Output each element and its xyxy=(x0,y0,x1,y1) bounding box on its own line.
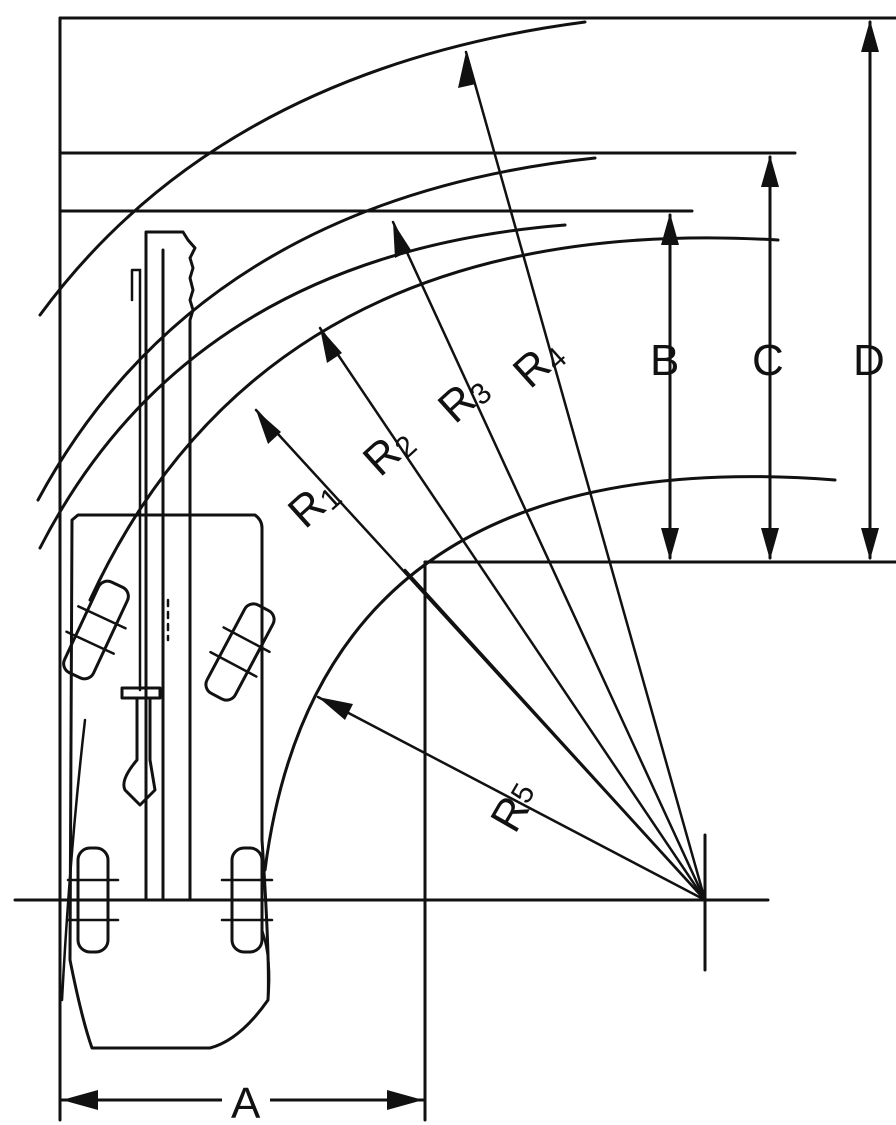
dimension-labels: B C D A xyxy=(222,336,885,1125)
drive-wheel-left xyxy=(66,846,120,954)
forklift-body-outline xyxy=(68,513,270,1050)
arc-r4 xyxy=(38,20,587,317)
label-d: D xyxy=(853,336,885,385)
turning-arcs xyxy=(36,20,837,872)
arc-r2 xyxy=(38,223,567,550)
dim-c-arrow-bottom xyxy=(761,528,779,560)
dim-d-arrow-top xyxy=(861,20,879,52)
arc-r5 xyxy=(263,475,837,872)
arrowhead-r1 xyxy=(256,410,281,444)
drive-wheel-right xyxy=(220,846,274,954)
dimension-lines xyxy=(60,20,879,1110)
label-r2: R2 xyxy=(354,417,423,487)
label-r4: R4 xyxy=(504,329,573,399)
arc-r1 xyxy=(88,236,780,602)
label-b: B xyxy=(650,336,679,385)
arrowhead-r2 xyxy=(320,328,342,363)
dim-d-arrow-bottom xyxy=(861,528,879,560)
arrowhead-r5 xyxy=(318,697,353,720)
label-a: A xyxy=(231,1079,261,1125)
dim-b-arrow-bottom xyxy=(661,528,679,560)
forklift-top-view xyxy=(60,230,276,1050)
wheel-swept-path-left xyxy=(60,718,87,1002)
forklift-carriage xyxy=(130,268,142,692)
radius-lines xyxy=(254,50,707,902)
radius-line-r2 xyxy=(318,326,707,902)
fork-handle xyxy=(120,686,162,700)
label-c: C xyxy=(752,336,784,385)
radius-line-r4 xyxy=(464,50,707,902)
label-a-backdrop xyxy=(222,1078,270,1122)
steer-wheel-left xyxy=(62,579,130,681)
steer-wheel-right xyxy=(204,602,276,702)
label-r1: R1 xyxy=(279,469,348,539)
label-r5: R5 xyxy=(481,774,548,840)
arrowhead-r4 xyxy=(458,52,476,88)
dim-a-arrow-right xyxy=(387,1090,423,1110)
radius-line-r5 xyxy=(316,695,707,902)
dim-a-arrow-left xyxy=(62,1090,98,1110)
wheel-swept-path-right xyxy=(260,928,271,1002)
reference-lines xyxy=(13,16,896,1122)
arc-r3 xyxy=(36,156,597,502)
forklift-mast xyxy=(144,230,197,902)
radius-line-r3 xyxy=(391,220,707,902)
dim-c-arrow-top xyxy=(761,155,779,187)
dim-b-arrow-top xyxy=(661,213,679,245)
arrowhead-r3 xyxy=(393,222,411,258)
fork-tip xyxy=(122,696,157,807)
radius-line-corner xyxy=(403,568,707,902)
